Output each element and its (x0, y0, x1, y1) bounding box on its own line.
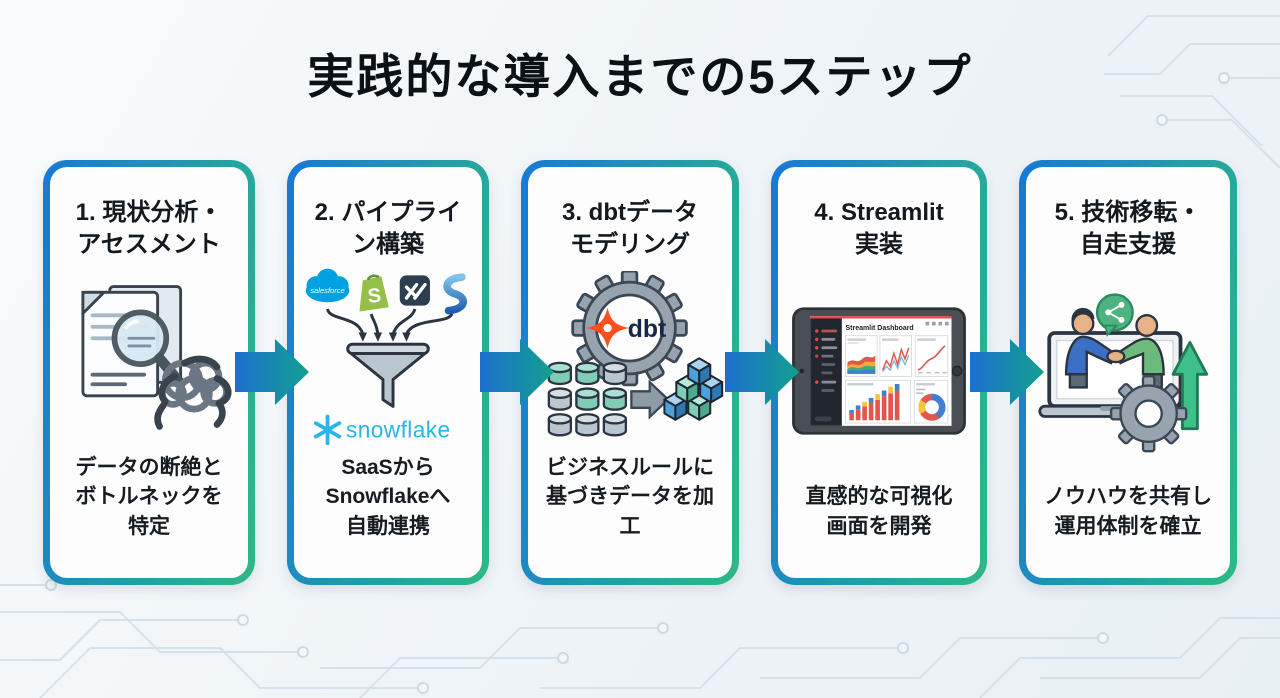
transform-arrow-icon (630, 379, 670, 421)
handshake-laptop-gear-arrow-icon (1038, 293, 1209, 453)
step-card-4: 4. Streamlit 実装 (771, 160, 987, 585)
step-1-title: 1. 現状分析・ アセスメント (75, 199, 223, 258)
tablet-dashboard-icon: Streamlit Dashboard (792, 307, 966, 436)
mini-line-chart-2 (914, 335, 949, 378)
step-card-2: 2. パイプライ ン構築 salesforce (287, 160, 489, 585)
tangled-knot-icon (154, 356, 232, 431)
step-card-3: 3. dbtデータ モデリング (521, 160, 739, 585)
data-cubes-icon (663, 357, 724, 422)
step-3-title: 3. dbtデータ モデリング (562, 199, 698, 258)
step-4-description: 直感的な可視化 画面を開発 (805, 485, 953, 539)
gear-icon (1109, 375, 1188, 453)
step-card-1: 1. 現状分析・ アセスメント (43, 160, 255, 585)
step-2-icon-zone: salesforce S (302, 260, 474, 452)
step-3-icon-zone: dbt (536, 260, 724, 452)
dbt-gear-data-transform-icon: dbt (547, 271, 724, 437)
dbt-logo-icon: dbt (585, 308, 666, 349)
step-2-description: SaaSから Snowflakeへ 自動連携 (325, 455, 451, 539)
salesforce-logo-icon: salesforce (305, 269, 350, 303)
step-card-5: 5. 技術移転・ 自走支援 (1019, 160, 1237, 585)
dashboard-content: Streamlit Dashboard (845, 322, 949, 424)
svg-text:salesforce: salesforce (310, 286, 344, 295)
step-1-description: データの断絶と ボトルネックを 特定 (75, 455, 223, 539)
step-1-icon-zone (58, 260, 240, 452)
shopify-logo-icon: S (359, 274, 389, 312)
document-magnifier-and-tangled-knot-icon (81, 285, 232, 431)
dashboard-sidebar (810, 318, 842, 427)
svg-text:S: S (367, 285, 382, 308)
svg-text:Streamlit Dashboard: Streamlit Dashboard (846, 325, 914, 332)
steps-row: 1. 現状分析・ アセスメント (43, 160, 1237, 585)
database-cylinders-icon (547, 362, 628, 437)
step-4-title: 4. Streamlit 実装 (814, 199, 944, 258)
page-title: 実践的な導入までの5ステップ (307, 50, 973, 103)
step-3-description: ビジネスルールに 基づきデータを加 工 (546, 455, 714, 539)
saas-logos-funnel-snowflake-icon: salesforce S (305, 269, 467, 446)
step-5-icon-zone (1034, 260, 1222, 482)
svg-text:dbt: dbt (628, 317, 666, 344)
step-2-title: 2. パイプライ ン構築 (314, 199, 462, 258)
saas-logo-4-icon (443, 273, 467, 315)
funnel-icon (346, 343, 430, 409)
step-4-icon-zone: Streamlit Dashboard (786, 260, 972, 482)
mini-bar-chart (845, 380, 912, 424)
snowflake-logo-icon: snowflake (313, 415, 451, 446)
mini-area-chart (845, 335, 878, 378)
flow-arrows-icon (326, 308, 454, 343)
step-5-title: 5. 技術移転・ 自走支援 (1054, 199, 1202, 258)
mini-line-chart-1 (879, 335, 912, 378)
growth-arrow-icon (1171, 341, 1209, 431)
mini-donut-chart (913, 380, 949, 424)
saas-logo-3-icon (399, 275, 430, 307)
share-bubble-icon (1095, 293, 1134, 338)
svg-text:snowflake: snowflake (346, 417, 451, 443)
step-5-description: ノウハウを共有し 運用体制を確立 (1044, 485, 1212, 539)
